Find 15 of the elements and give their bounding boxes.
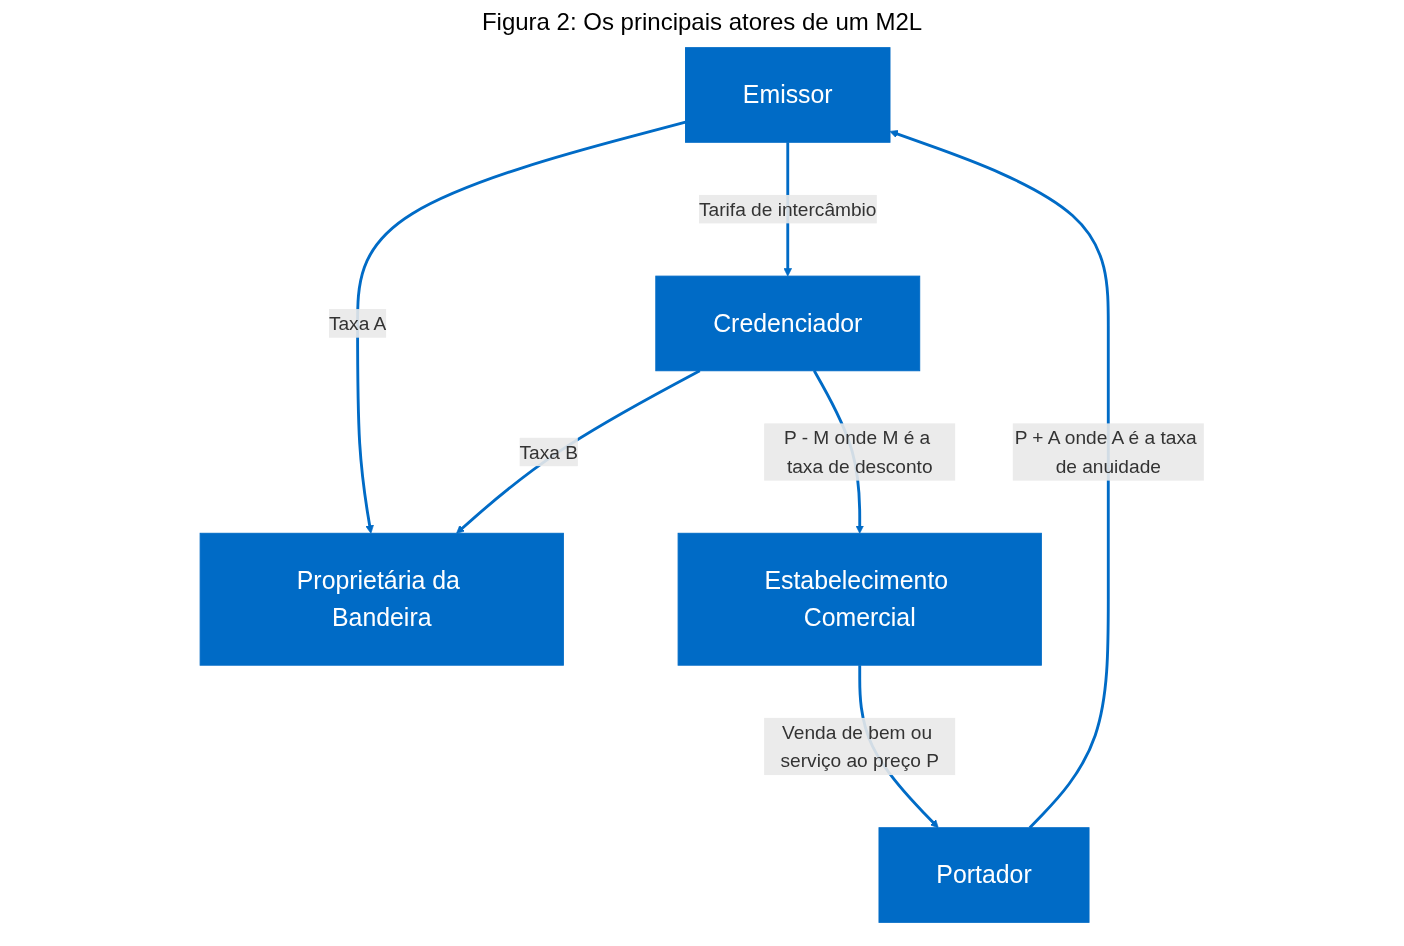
node-box: Proprietária da Bandeira	[199, 532, 564, 666]
diagram-title: Figura 2: Os principais atores de um M2L	[480, 7, 924, 37]
arrow	[356, 120, 686, 534]
edge-label: P - M onde M é a taxa de desconto	[783, 427, 933, 477]
node-box: Credenciador	[655, 275, 921, 372]
edge-label: Tarifa de intercâmbio	[699, 198, 877, 220]
arrow	[456, 369, 701, 534]
arrow	[889, 130, 1110, 829]
edge-label: P + A onde A é a taxa de anuidade	[1014, 427, 1197, 477]
node-box: Estabelecimento Comercial	[677, 532, 1042, 666]
node-box: Emissor	[685, 47, 891, 143]
edge-label: Taxa B	[519, 441, 578, 463]
edge-label: Venda de bem ou serviço ao preço P	[780, 721, 939, 772]
node-box: Portador	[878, 827, 1090, 923]
edge-label: Taxa A	[328, 312, 387, 334]
